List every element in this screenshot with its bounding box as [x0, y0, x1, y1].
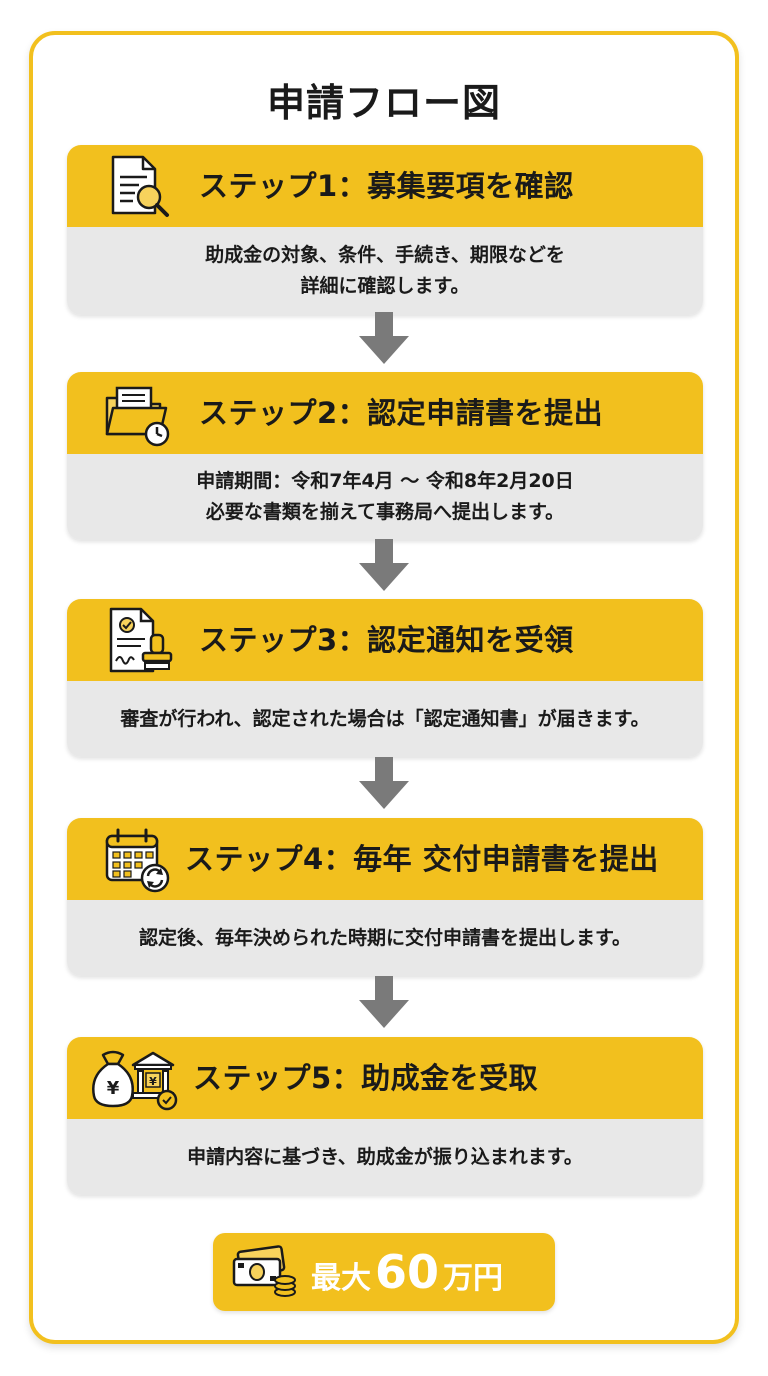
step-1: ステップ1：募集要項を確認 助成金の対象、条件、手続き、期限などを 詳細に確認し… — [67, 145, 703, 315]
page-title: 申請フロー図 — [266, 81, 501, 125]
step-3-header: ステップ3：認定通知を受領 — [67, 599, 703, 681]
step-4-title: ステップ4：毎年 交付申請書を提出 — [185, 842, 659, 876]
step-5-title: ステップ5：助成金を受取 — [193, 1061, 539, 1095]
max-amount-suffix: 万円 — [443, 1261, 504, 1296]
step-1-description: 助成金の対象、条件、手続き、期限などを 詳細に確認します。 — [67, 227, 703, 315]
max-amount-prefix: 最大 — [311, 1261, 371, 1296]
arrow-down-icon — [359, 539, 409, 591]
max-amount-value: 60 — [375, 1245, 440, 1299]
step-1-title: ステップ1：募集要項を確認 — [199, 169, 574, 203]
calendar-refresh-icon — [105, 828, 170, 893]
step-1-header: ステップ1：募集要項を確認 — [67, 145, 703, 227]
folder-clock-icon — [105, 386, 170, 447]
document-search-icon — [111, 155, 169, 217]
step-5-header: ¥ ¥ ステップ5：助成金を受取 — [67, 1037, 703, 1119]
step-5-description: 申請内容に基づき、助成金が振り込まれます。 — [67, 1119, 703, 1195]
step-2-title: ステップ2：認定申請書を提出 — [199, 396, 604, 430]
step-3-title: ステップ3：認定通知を受領 — [199, 623, 574, 657]
step-2-description: 申請期間：令和7年4月 〜 令和8年2月20日 必要な書類を揃えて事務局へ提出し… — [67, 454, 703, 540]
step-4-header: ステップ4：毎年 交付申請書を提出 — [67, 818, 703, 900]
cash-coins-icon — [232, 1245, 296, 1297]
step-3: ステップ3：認定通知を受領 審査が行われ、認定された場合は「認定通知書」が届きま… — [67, 599, 703, 757]
step-2: ステップ2：認定申請書を提出 申請期間：令和7年4月 〜 令和8年2月20日 必… — [67, 372, 703, 540]
arrow-down-icon — [359, 757, 409, 809]
svg-text:¥: ¥ — [149, 1075, 157, 1088]
money-bank-icon: ¥ ¥ — [92, 1050, 178, 1111]
svg-text:¥: ¥ — [107, 1078, 120, 1099]
arrow-down-icon — [359, 312, 409, 364]
step-4: ステップ4：毎年 交付申請書を提出 認定後、毎年決められた時期に交付申請書を提出… — [67, 818, 703, 976]
step-4-description: 認定後、毎年決められた時期に交付申請書を提出します。 — [67, 900, 703, 976]
step-3-description: 審査が行われ、認定された場合は「認定通知書」が届きます。 — [67, 681, 703, 757]
certificate-stamp-icon — [109, 607, 173, 673]
arrow-down-icon — [359, 976, 409, 1028]
step-5: ¥ ¥ ステップ5：助成金を受取 申請内容に基づき、助成金が振り込まれます。 — [67, 1037, 703, 1195]
step-2-header: ステップ2：認定申請書を提出 — [67, 372, 703, 454]
